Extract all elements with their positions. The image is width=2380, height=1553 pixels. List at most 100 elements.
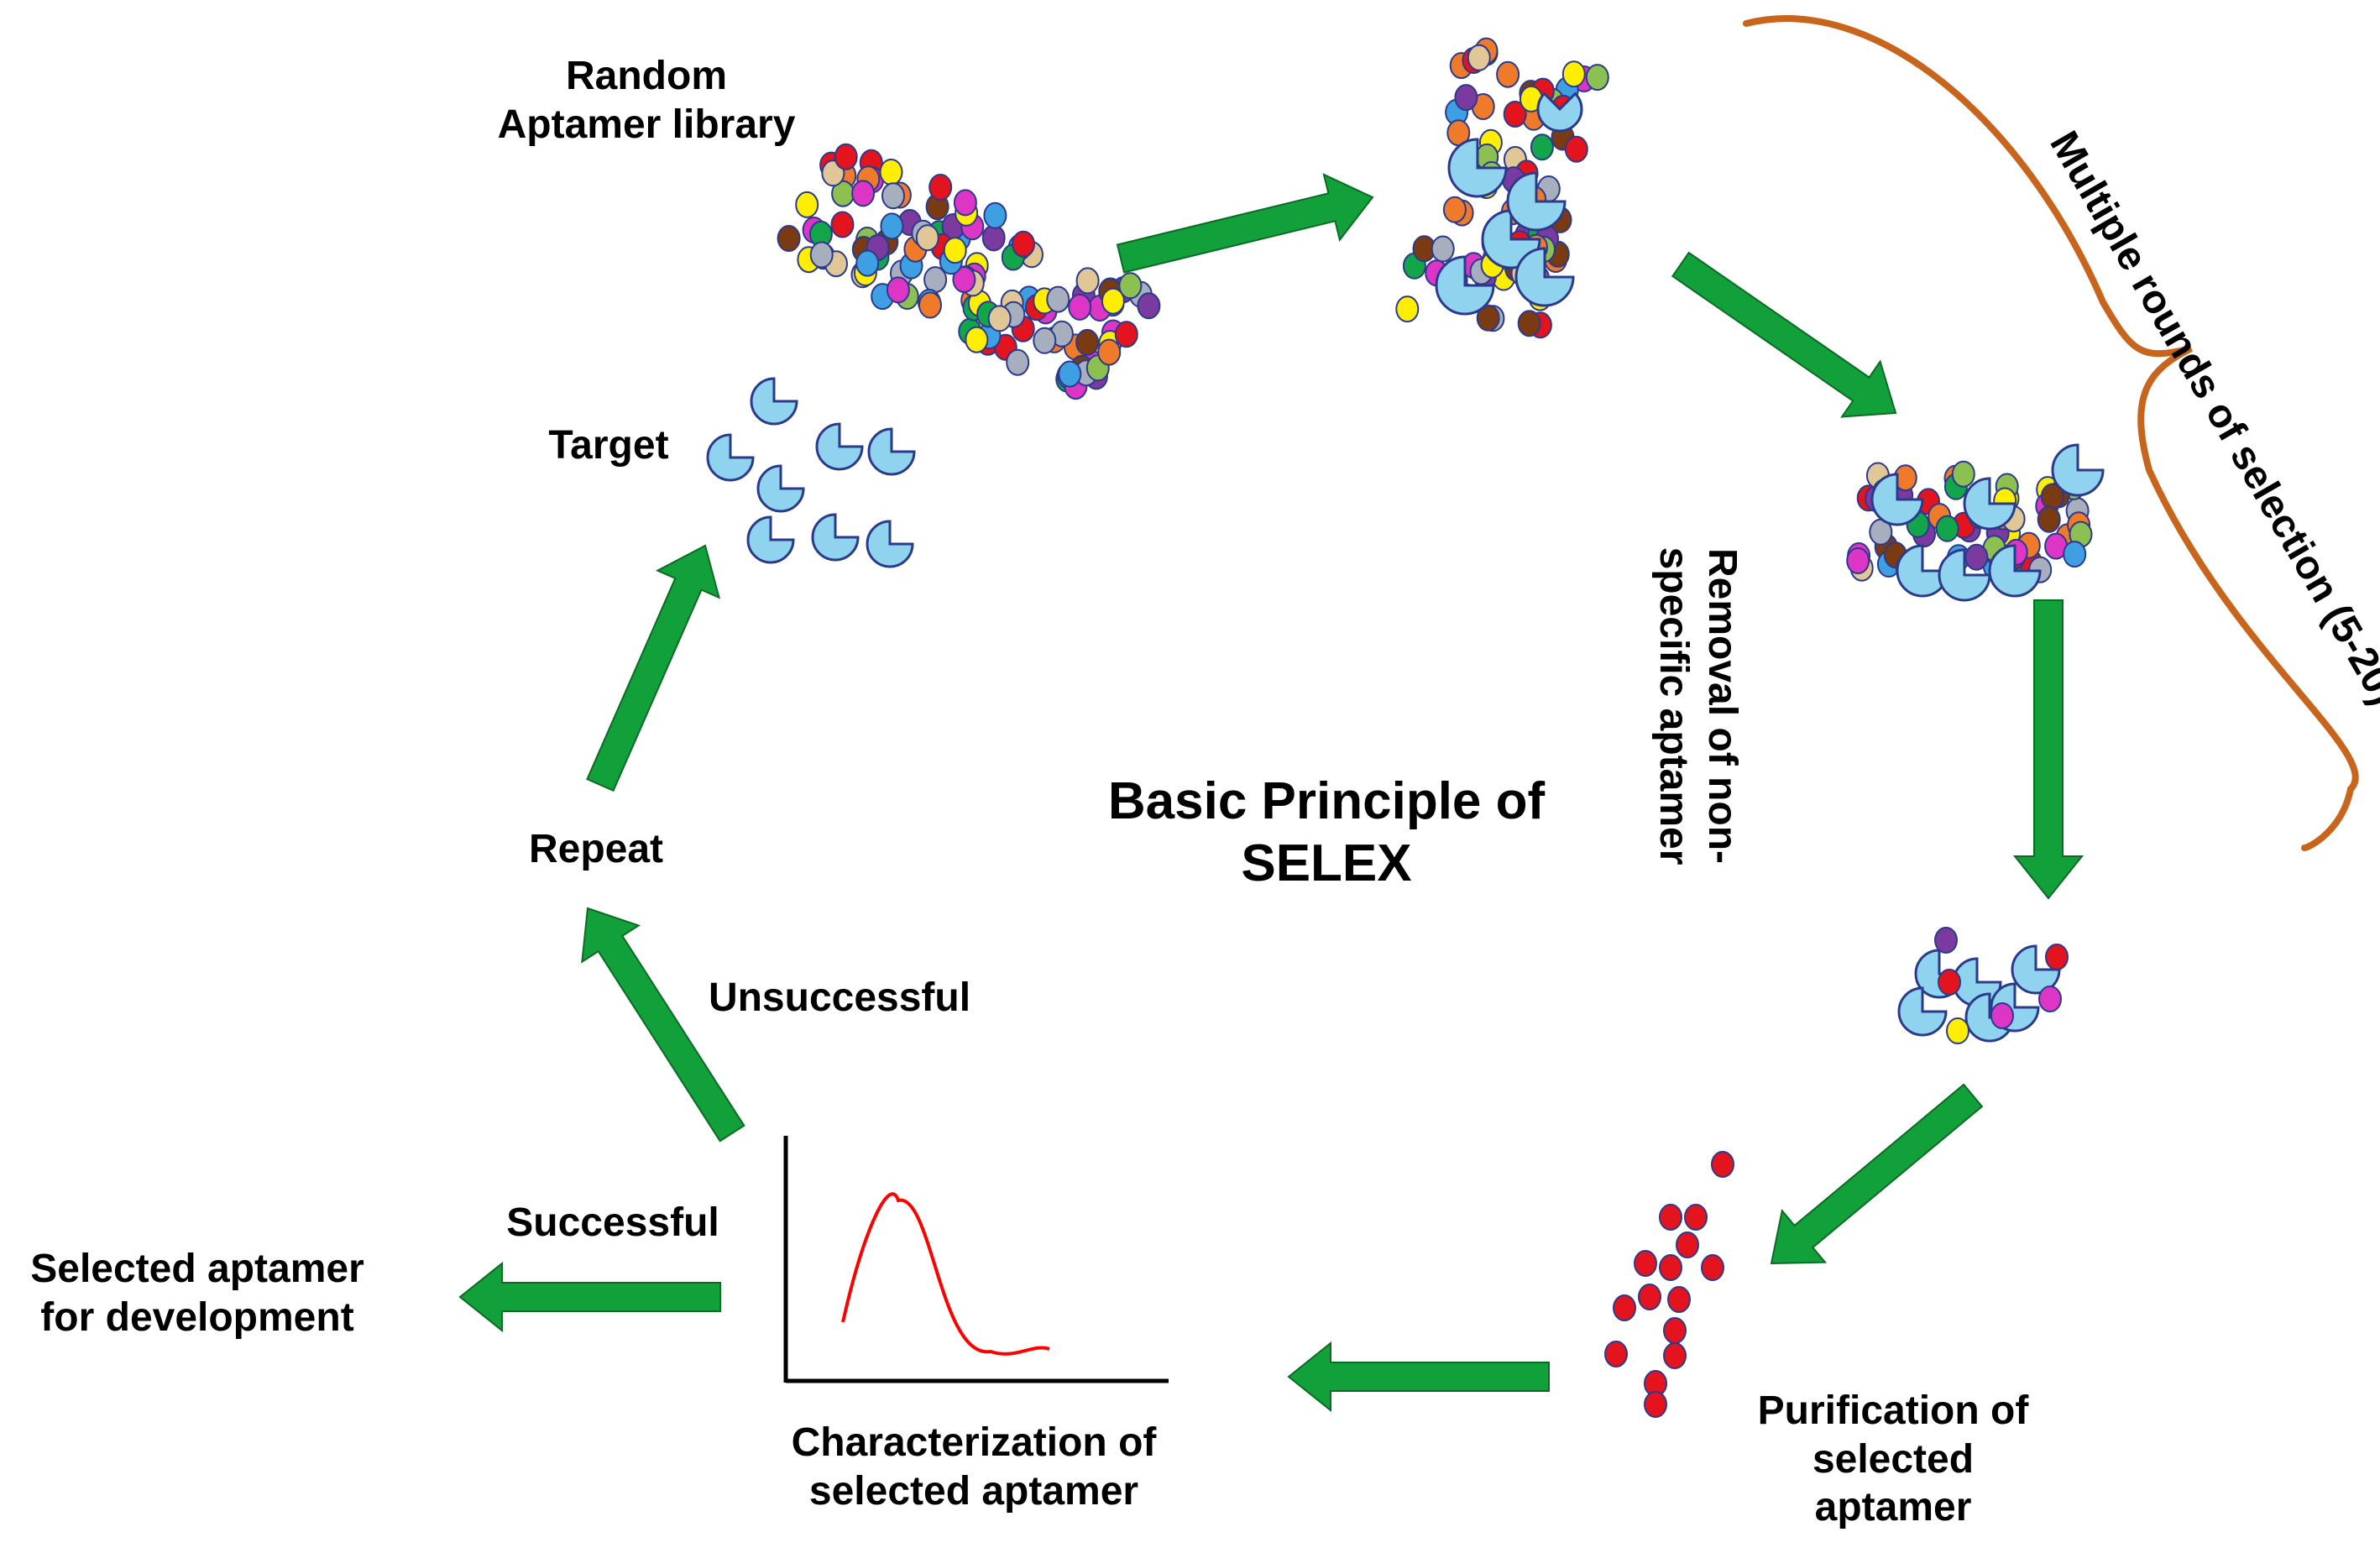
arrow-icon xyxy=(581,907,745,1143)
target-molecule-icon xyxy=(1897,986,1948,1037)
aptamer-icon xyxy=(1431,235,1455,263)
target-molecule-icon xyxy=(1447,138,1508,198)
aptamer-icon xyxy=(2045,944,2069,970)
aptamer-icon xyxy=(834,143,858,170)
aptamer-icon xyxy=(1935,515,1959,542)
target-molecule-icon xyxy=(1988,544,2042,598)
purification-label: Purification of selected aptamer xyxy=(1708,1387,2078,1532)
purification-line-1: Purification of xyxy=(1757,1388,2029,1433)
aptamer-icon xyxy=(1454,84,1478,112)
aptamer-icon xyxy=(1613,1294,1636,1321)
target-molecule-icon xyxy=(1536,92,1583,133)
aptamer-icon xyxy=(1946,1017,1969,1044)
characterization-line-1: Characterization of xyxy=(791,1420,1157,1465)
aptamer-clusters xyxy=(777,37,2105,1418)
selected-line-1: Selected aptamer xyxy=(30,1247,364,1291)
aptamer-icon xyxy=(1604,1341,1628,1367)
aptamer-icon xyxy=(1659,1254,1682,1281)
target-molecule-icon xyxy=(1963,477,2016,531)
successful-label: Successful xyxy=(506,1200,719,1245)
aptamer-icon xyxy=(1476,304,1500,332)
aptamer-icon xyxy=(1585,64,1609,92)
library-line-1: Random xyxy=(566,54,727,98)
target-molecule-icon xyxy=(866,520,914,568)
aptamer-icon xyxy=(879,159,903,186)
aptamer-icon xyxy=(1990,1002,2014,1029)
aptamer-icon xyxy=(915,224,939,252)
aptamer-icon xyxy=(928,174,953,201)
aptamer-icon xyxy=(1075,267,1100,295)
aptamer-icon xyxy=(983,201,1007,229)
aptamer-icon xyxy=(953,189,977,217)
aptamer-icon xyxy=(2037,505,2061,533)
aptamer-icon xyxy=(1496,60,1520,88)
arrow-icon xyxy=(2012,599,2084,900)
removal-line-2: specific aptamer xyxy=(1651,546,1697,865)
unsuccessful-label: Unsuccessful xyxy=(708,975,971,1020)
target-molecule-icon xyxy=(2051,443,2105,497)
purification-line-2: selected xyxy=(1812,1436,1975,1482)
aptamer-icon xyxy=(1033,327,1057,354)
aptamer-icon xyxy=(1667,1286,1691,1313)
aptamer-icon xyxy=(1503,101,1527,128)
purification-line-3: aptamer xyxy=(1814,1485,1972,1530)
target-molecule-icon xyxy=(750,377,798,426)
target-molecule-icon xyxy=(746,515,795,564)
aptamer-icon xyxy=(880,212,904,240)
aptamer-icon xyxy=(1846,547,1870,574)
aptamer-icon xyxy=(1638,1284,1661,1310)
removal-line-1: Removal of non- xyxy=(1700,547,1744,864)
selected-aptamer-label: Selected aptamer for development xyxy=(0,1245,395,1341)
selected-line-2: for development xyxy=(40,1294,354,1340)
aptamer-icon xyxy=(1663,1317,1687,1344)
target-molecule-icon xyxy=(1514,247,1575,307)
aptamer-icon xyxy=(1964,543,1989,571)
aptamer-icon xyxy=(1663,1342,1687,1369)
title-line-2: SELEX xyxy=(1241,834,1412,893)
aptamer-icon xyxy=(1467,44,1491,71)
library-line-2: Aptamer library xyxy=(497,102,796,147)
aptamer-icon xyxy=(965,326,989,353)
target-molecule-icon xyxy=(1938,548,1991,602)
aptamer-icon xyxy=(987,305,1012,332)
characterization-line-2: selected aptamer xyxy=(808,1468,1139,1514)
arrow-icon xyxy=(458,1261,721,1333)
aptamer-icon xyxy=(1644,1391,1667,1418)
aptamer-icon xyxy=(1701,1254,1724,1281)
aptamer-icon xyxy=(1442,196,1467,223)
target-molecule-icon xyxy=(1506,171,1567,232)
aptamer-icon xyxy=(1137,292,1161,320)
aptamer-icon xyxy=(918,291,942,319)
curly-brace-icon xyxy=(1743,15,2359,851)
aptamer-icon xyxy=(1075,328,1100,356)
aptamer-icon xyxy=(1058,360,1082,388)
aptamer-icon xyxy=(1659,1204,1682,1231)
page-title: Basic Principle of SELEX xyxy=(1033,771,1620,896)
target-molecule-icon xyxy=(2011,944,2061,995)
aptamer-icon xyxy=(809,241,834,269)
aptamer-icon xyxy=(1046,285,1070,313)
aptamer-icon xyxy=(830,211,855,238)
aptamer-icon xyxy=(855,249,880,277)
binding-curve-icon xyxy=(783,1136,1169,1383)
aptamer-icon xyxy=(1012,230,1035,258)
arrow-icon xyxy=(1116,173,1374,274)
aptamer-icon xyxy=(1676,1231,1699,1258)
target-molecule-icon xyxy=(1870,473,1924,526)
aptamer-icon xyxy=(1564,135,1588,163)
aptamer-icon xyxy=(1684,1204,1708,1231)
aptamer-icon xyxy=(981,224,1006,252)
binding-curve xyxy=(841,1192,1050,1356)
aptamer-icon xyxy=(881,182,905,210)
aptamer-icon xyxy=(1101,287,1125,315)
repeat-label: Repeat xyxy=(528,827,664,871)
title-line-1: Basic Principle of xyxy=(1107,772,1546,830)
flow-arrows xyxy=(458,173,2084,1413)
aptamer-icon xyxy=(952,266,976,293)
aptamer-icon xyxy=(1006,348,1030,376)
target-molecule-icon xyxy=(756,464,805,513)
arrow-icon xyxy=(586,544,721,792)
characterization-label: Characterization of selected aptamer xyxy=(739,1419,1209,1515)
aptamer-icon xyxy=(1068,293,1092,321)
